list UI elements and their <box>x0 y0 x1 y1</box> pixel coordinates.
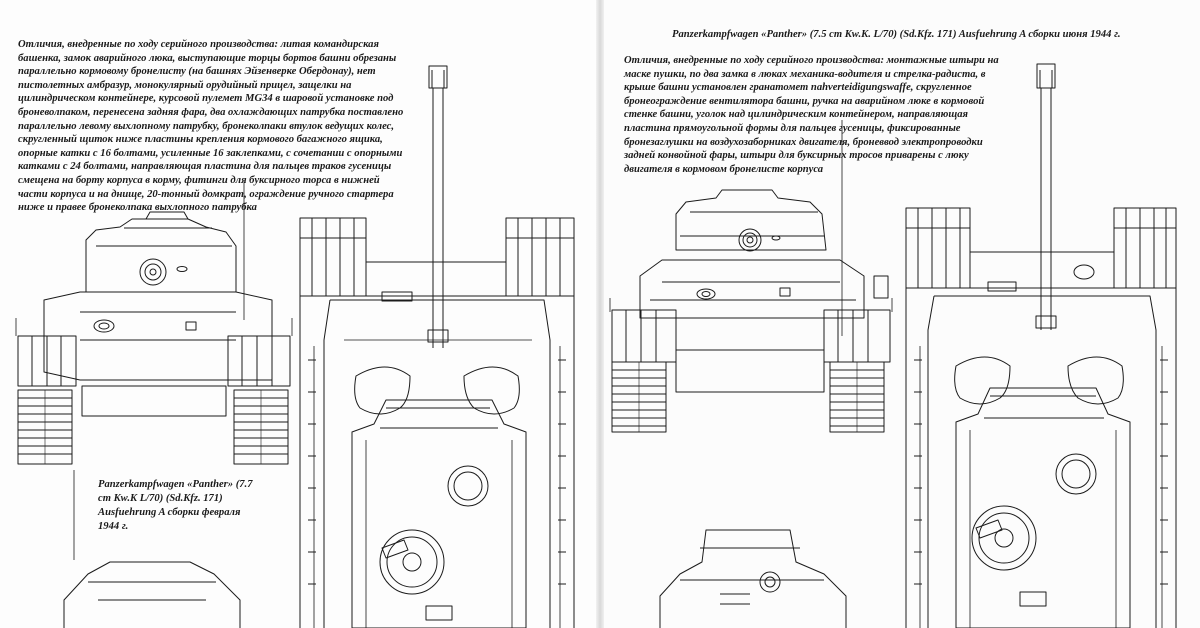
top-view-jun-1944 <box>906 64 1176 628</box>
left-page-model-title: Panzerkampfwagen «Panther» (7.7 cm Kw.K … <box>98 479 253 532</box>
rear-view-partial-left <box>64 470 240 628</box>
right-page-model-title: Panzerkampfwagen «Panther» (7.5 cm Kw.K.… <box>672 29 1121 40</box>
front-view-jun-1944 <box>610 120 892 432</box>
rear-view-partial-right <box>660 530 846 628</box>
left-page <box>0 0 598 628</box>
top-view-feb-1944 <box>300 66 574 628</box>
right-page <box>602 0 1200 628</box>
front-view-feb-1944 <box>16 182 292 464</box>
left-page-caption: Отличия, внедренные по ходу серийного пр… <box>18 39 404 214</box>
book-spine <box>596 0 604 628</box>
right-page-caption: Отличия, внедренные по ходу серийного пр… <box>624 55 999 175</box>
